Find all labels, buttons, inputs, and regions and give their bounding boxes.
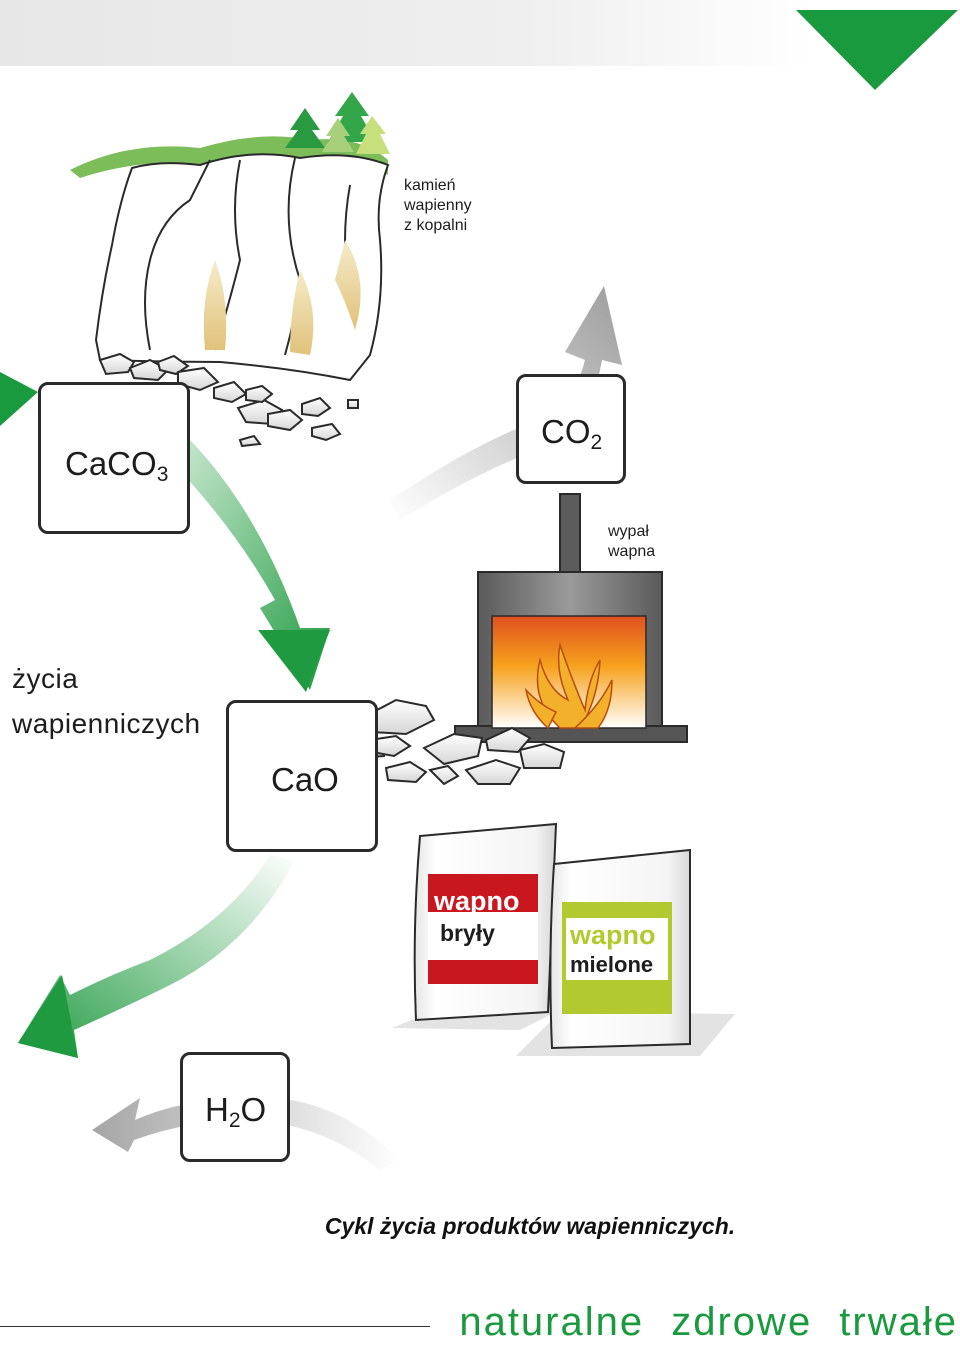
formula-base: H bbox=[205, 1091, 229, 1128]
arrow-caco3-to-cao bbox=[160, 425, 330, 690]
h2o-box: H2O bbox=[180, 1052, 290, 1162]
note-line: wapna bbox=[608, 543, 656, 560]
lime-bag-icon bbox=[392, 822, 560, 1030]
quicklime-rocks bbox=[344, 698, 566, 786]
bag-ground-label-1: wapno bbox=[570, 920, 656, 950]
lime-bag-icon bbox=[516, 848, 735, 1056]
diagram-caption: Cykl życia produktów wapienniczych. bbox=[324, 1213, 736, 1239]
note-line: wapienny bbox=[404, 197, 472, 214]
left-edge-triangle bbox=[0, 372, 38, 426]
note-line: kamień bbox=[404, 177, 456, 194]
flame-icon bbox=[524, 642, 613, 730]
limestone-note: kamień wapienny z kopalni bbox=[404, 176, 472, 236]
side-title-line: życia bbox=[12, 663, 79, 694]
cao-box: CaO bbox=[226, 700, 378, 852]
side-title-line: wapienniczych bbox=[12, 708, 201, 739]
formula-subscript: 3 bbox=[156, 463, 169, 486]
note-line: wypał bbox=[608, 523, 649, 540]
bag-ground-label-2: mielone bbox=[570, 952, 654, 977]
formula-base: O bbox=[240, 1091, 267, 1128]
cliff-illustration bbox=[94, 153, 390, 382]
note-line: z kopalni bbox=[404, 217, 468, 234]
bag-lump-label-2: bryły bbox=[440, 920, 495, 946]
formula-subscript: 2 bbox=[590, 431, 603, 454]
formula-base: CaCO bbox=[65, 445, 157, 482]
cliff-streak bbox=[290, 270, 314, 355]
arrow-cao-to-h2o bbox=[18, 855, 295, 1058]
arrow-head bbox=[18, 975, 78, 1058]
formula-subscript: 2 bbox=[228, 1109, 241, 1132]
side-title: życia wapienniczych bbox=[12, 656, 201, 746]
caco3-formula: CaCO3 bbox=[65, 445, 168, 487]
caco3-box: CaCO3 bbox=[38, 382, 190, 534]
h2o-formula: H2O bbox=[205, 1091, 266, 1133]
footer-tagline: naturalne zdrowe trwałe bbox=[459, 1300, 958, 1344]
formula-base: CO bbox=[541, 413, 591, 450]
co2-box: CO2 bbox=[516, 374, 626, 484]
cliff-streak bbox=[203, 260, 227, 350]
limestone-rocks bbox=[98, 352, 359, 448]
formula-base: CaO bbox=[271, 761, 339, 798]
burning-note: wypał wapna bbox=[608, 522, 655, 562]
arrow-h2o-back bbox=[92, 1097, 400, 1170]
kiln-icon bbox=[454, 493, 688, 743]
corner-triangle-icon bbox=[796, 10, 958, 90]
cao-formula: CaO bbox=[271, 761, 339, 799]
co2-formula: CO2 bbox=[541, 413, 602, 455]
cliff-streak bbox=[335, 240, 361, 330]
footer-rule bbox=[0, 1326, 430, 1327]
bag-lump-label-1: wapno bbox=[434, 886, 520, 916]
tree-icon bbox=[285, 92, 390, 154]
arrow-head bbox=[258, 630, 330, 692]
